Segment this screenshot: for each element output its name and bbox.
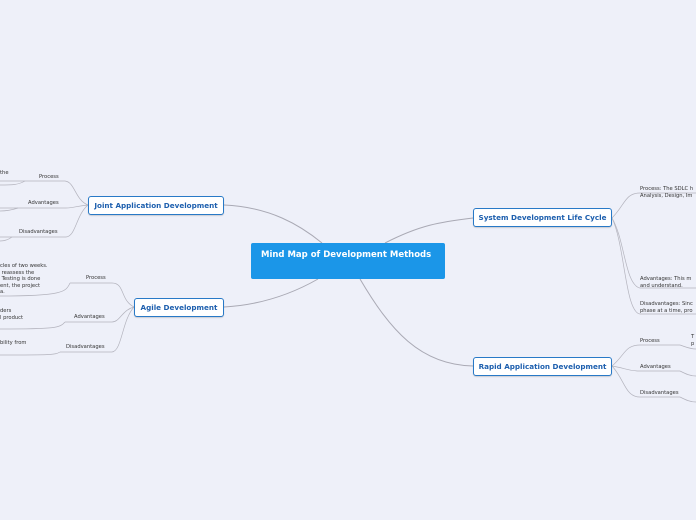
sdlc-process-text[interactable]: Process: The SDLC h Analysis, Design, Im [640, 186, 694, 199]
central-topic-title: Mind Map of Development Methods [261, 250, 432, 260]
jad-process-label[interactable]: Process [39, 174, 59, 180]
agile-process-snippet[interactable]: cles of two weeks. reassess the Testing … [0, 263, 48, 295]
rad-advantages-label[interactable]: Advantages [640, 364, 671, 370]
rad-disadvantages-label[interactable]: Disadvantages [640, 390, 679, 396]
rad-process-label[interactable]: Process [640, 338, 660, 344]
sdlc-disadvantages-text[interactable]: Disadvantages: Sinc phase at a time, pro [640, 301, 693, 314]
branch-sdlc-title: System Development Life Cycle [478, 213, 607, 222]
sdlc-advantages-text[interactable]: Advantages: This m and understand. [640, 276, 692, 289]
branch-agile[interactable]: Agile Development [134, 298, 224, 317]
agile-advantages-label[interactable]: Advantages [74, 314, 105, 320]
central-topic[interactable]: Mind Map of Development Methods [251, 243, 445, 279]
jad-advantages-label[interactable]: Advantages [28, 200, 59, 206]
agile-process-label[interactable]: Process [86, 275, 106, 281]
jad-disadvantages-label[interactable]: Disadvantages [19, 229, 58, 235]
branch-rad-title: Rapid Application Development [478, 362, 607, 371]
rad-process-snippet[interactable]: T p [691, 334, 695, 347]
branch-agile-title: Agile Development [140, 303, 218, 312]
branch-sdlc[interactable]: System Development Life Cycle [473, 208, 612, 227]
branch-jad[interactable]: Joint Application Development [88, 196, 224, 215]
branch-jad-title: Joint Application Development [94, 201, 218, 210]
agile-disadvantages-snippet[interactable]: bility from [0, 340, 27, 346]
branch-rad[interactable]: Rapid Application Development [473, 357, 612, 376]
agile-advantages-snippet[interactable]: ders l product [0, 308, 24, 321]
jad-process-snippet[interactable]: the [0, 170, 9, 176]
agile-disadvantages-label[interactable]: Disadvantages [66, 344, 105, 350]
